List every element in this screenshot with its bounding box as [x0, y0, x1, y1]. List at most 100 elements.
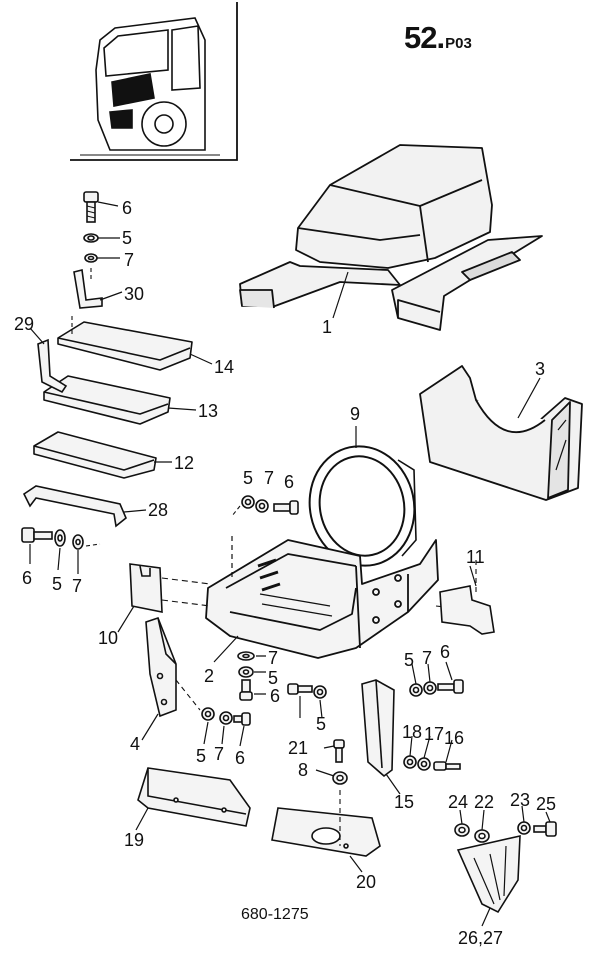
callout-20: 20 [356, 872, 376, 892]
truck-wheel-hub [154, 114, 174, 134]
callout-1: 1 [322, 317, 332, 337]
callout-5-top: 5 [122, 228, 132, 248]
callout-6-upper: 6 [284, 472, 294, 492]
truck-wheel [141, 101, 187, 147]
leaders-mid-group [299, 696, 323, 719]
callout-8: 8 [298, 760, 308, 780]
leaders-center-group [254, 655, 266, 695]
leader-10 [117, 605, 135, 633]
drawing-number: 680-1275 [241, 906, 309, 923]
leaders-lower-group [203, 721, 245, 747]
leader-13 [167, 407, 197, 411]
part-14-step-plate [57, 321, 193, 371]
truck-location-inset [70, 2, 238, 161]
callout-5-left: 5 [52, 574, 62, 594]
callout-6-right: 6 [440, 642, 450, 662]
callout-7-top: 7 [124, 250, 134, 270]
part-20-cover-plate [271, 807, 381, 857]
leaders-right-group [411, 661, 453, 685]
callout-5-upper: 5 [243, 468, 253, 488]
callout-7-lower: 7 [214, 744, 224, 764]
callout-7-right: 7 [422, 648, 432, 668]
fastener-group-16-18 [403, 755, 461, 771]
dash-4 [175, 679, 201, 711]
callout-14: 14 [214, 357, 234, 377]
leader-2 [213, 635, 239, 663]
fastener-group-mid [287, 683, 327, 699]
part-28-bracket [22, 485, 127, 528]
part-13-step-plate [43, 375, 171, 425]
page-number-main: 52. [404, 20, 445, 55]
fastener-stack-top [71, 191, 99, 334]
inset-frame [70, 2, 238, 161]
callout-6-center: 6 [270, 686, 280, 706]
truck-bumper [109, 109, 133, 129]
part-15-vertical-bracket [361, 679, 395, 778]
leader-29 [29, 327, 45, 345]
callout-7-left: 7 [72, 576, 82, 596]
leaders-22-25 [459, 805, 551, 831]
callout-labels: 1 2 3 4 5 5 5 5 5 5 5 6 6 6 6 6 6 7 7 7 … [14, 198, 556, 948]
leader-4 [141, 713, 159, 741]
truck-cab-outline [95, 17, 206, 151]
callout-6-left: 6 [22, 568, 32, 588]
fastener-group-left [21, 527, 101, 550]
leader-19 [135, 807, 149, 831]
part-10-plate [129, 563, 163, 613]
part-11-side-plate [439, 560, 495, 635]
callout-13: 13 [198, 401, 218, 421]
callout-19: 19 [124, 830, 144, 850]
fastener-group-21-8 [332, 739, 348, 785]
callout-7-center: 7 [268, 648, 278, 668]
fastener-group-center [237, 651, 255, 701]
leader-26-27 [481, 907, 491, 927]
callout-3: 3 [535, 359, 545, 379]
part-4-angle-bracket [145, 617, 177, 718]
leader-15 [385, 773, 401, 795]
callout-17: 17 [424, 724, 444, 744]
callout-25: 25 [536, 794, 556, 814]
truck-windshield [103, 29, 169, 77]
part-12-step-plate [33, 431, 157, 479]
fastener-group-lower [201, 707, 251, 726]
leaders-left-group [29, 544, 79, 574]
leader-1 [332, 271, 349, 319]
callout-11: 11 [466, 547, 485, 567]
page-number: 52.P03 [404, 20, 472, 56]
fastener-group-22-25 [454, 821, 557, 843]
leader-20 [349, 855, 363, 873]
callout-5-lower: 5 [196, 746, 206, 766]
leader-3 [517, 377, 541, 419]
callout-28: 28 [148, 500, 168, 520]
callout-23: 23 [510, 790, 530, 810]
callout-18: 18 [402, 722, 422, 742]
callout-29: 29 [14, 314, 34, 334]
callout-6-top: 6 [122, 198, 132, 218]
page-number-suffix: P03 [445, 35, 472, 52]
truck-fender-highlight [111, 73, 155, 107]
callout-10: 10 [98, 628, 118, 648]
callout-24: 24 [448, 792, 468, 812]
fastener-group-upper [231, 495, 299, 517]
callout-5-mid: 5 [316, 714, 326, 734]
truck-door [171, 25, 201, 91]
fastener-group-right [409, 679, 464, 697]
leader-30 [99, 291, 123, 301]
callout-4: 4 [130, 734, 140, 754]
callout-2: 2 [204, 666, 214, 686]
callout-6-lower: 6 [235, 748, 245, 768]
leader-11 [469, 565, 477, 587]
part-3-lower-shroud [419, 365, 583, 501]
callout-9: 9 [350, 404, 360, 424]
part-29-l-bracket [37, 338, 68, 394]
callout-16: 16 [444, 728, 464, 748]
callout-22: 22 [474, 792, 494, 812]
leader-28 [123, 509, 147, 513]
callout-7-upper: 7 [264, 468, 274, 488]
callout-12: 12 [174, 453, 194, 473]
callout-26-27: 26,27 [458, 928, 503, 948]
part-26-27-mounting-bracket [456, 834, 521, 914]
part-19-lower-rail [137, 767, 251, 827]
leaders-top-stack [97, 201, 120, 259]
